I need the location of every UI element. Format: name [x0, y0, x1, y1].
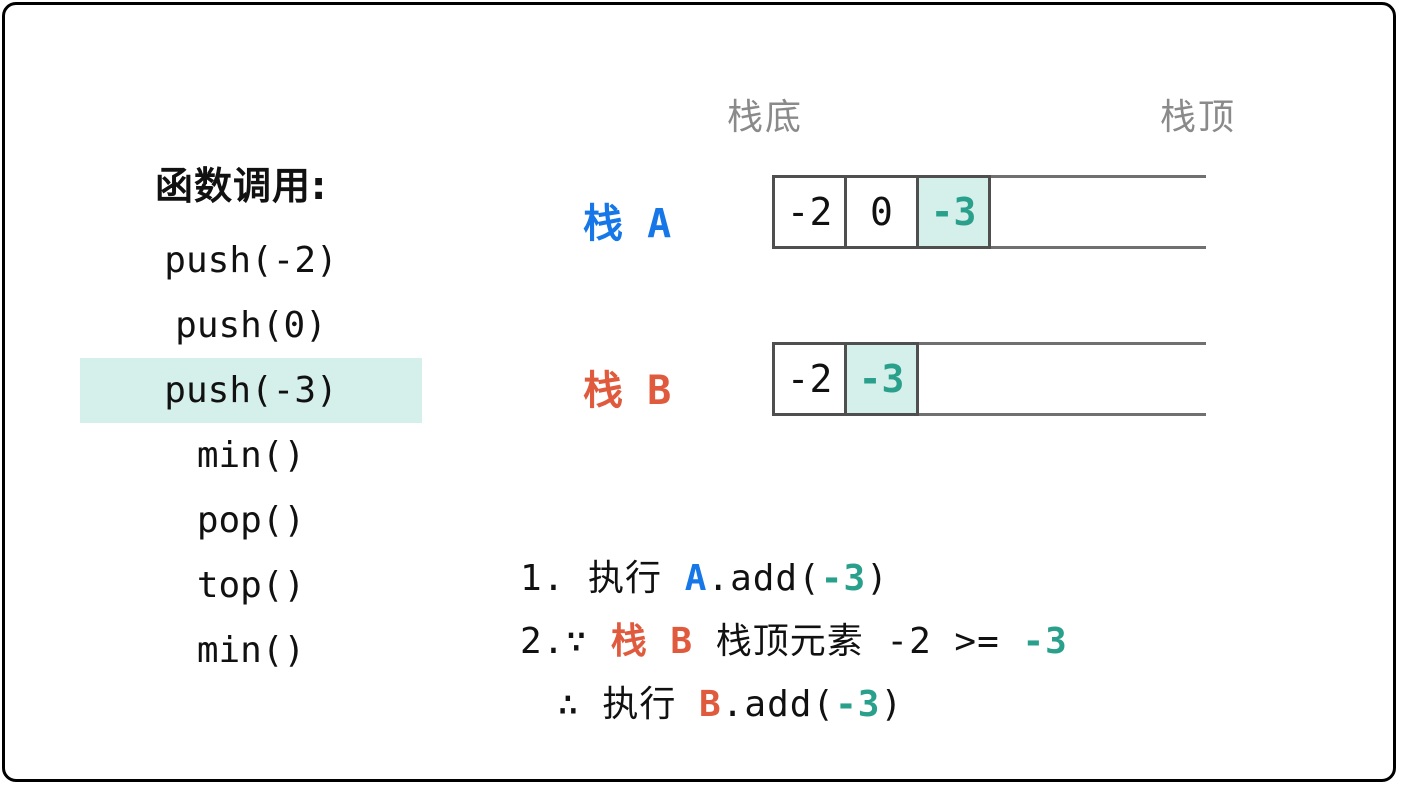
stack-b-bottom-line [772, 413, 1206, 416]
explanation-step-2: 2.∵ 栈 B 栈顶元素 -2 >= -3 [520, 612, 1068, 664]
step1-arg: -3 [820, 558, 867, 599]
step3-arg: -3 [835, 684, 881, 725]
step2-stack-b-ref: 栈 B [610, 621, 694, 662]
function-call-label: push(-2) [164, 240, 338, 281]
step1-code: .add( [707, 558, 821, 599]
stack-b-track: -2 -3 [772, 342, 1206, 416]
step1-text: 1. 执行 [520, 558, 685, 599]
function-call-item: push(-2) [80, 228, 422, 293]
stack-top-label: 栈顶 [1160, 97, 1237, 138]
cell-value: -2 [786, 357, 833, 401]
function-call-label: push(-3) [164, 370, 338, 411]
stack-b-top-line [772, 342, 1206, 345]
function-call-item-current: push(-3) [80, 358, 422, 423]
explanation-step-1: 1. 执行 A.add(-3) [520, 549, 889, 601]
stack-bottom-label: 栈底 [727, 97, 804, 138]
stack-b-cell: -2 [772, 342, 847, 416]
function-call-item: min() [80, 618, 422, 683]
stack-a-track: -2 0 -3 [772, 175, 1206, 249]
explanation-step-2-conclusion: ∴ 执行 B.add(-3) [557, 675, 903, 727]
stack-b-name: 栈 B [583, 368, 672, 414]
function-call-label: pop() [196, 500, 306, 541]
cell-value: -3 [930, 190, 977, 234]
stack-a-cell: 0 [844, 175, 919, 249]
function-calls-title: 函数调用: [155, 164, 328, 208]
step3-code-close: ) [880, 684, 904, 725]
stack-b-cells: -2 -3 [772, 342, 919, 416]
step1-stack-a-ref: A [684, 558, 708, 599]
step1-code-close: ) [866, 558, 889, 599]
step2-text: 2.∵ [520, 621, 611, 662]
step3-stack-b-ref: B [699, 684, 722, 725]
function-call-item: push(0) [80, 293, 422, 358]
function-call-item: pop() [80, 488, 422, 553]
step2-condition: 栈顶元素 -2 >= [693, 621, 1023, 662]
stack-b-cell-highlighted: -3 [844, 342, 919, 416]
cell-value: -2 [786, 190, 833, 234]
stack-a-cells: -2 0 -3 [772, 175, 991, 249]
step3-text: ∴ 执行 [557, 684, 700, 725]
function-call-label: min() [196, 630, 306, 671]
function-call-list: push(-2) push(0) push(-3) min() pop() to… [80, 228, 422, 683]
function-call-item: top() [80, 553, 422, 618]
cell-value: -3 [858, 357, 905, 401]
step3-code: .add( [721, 684, 836, 725]
function-call-label: push(0) [175, 305, 327, 346]
stack-a-name: 栈 A [583, 201, 672, 247]
function-call-label: top() [196, 565, 306, 606]
stack-a-cell: -2 [772, 175, 847, 249]
cell-value: 0 [870, 190, 893, 234]
stack-a-cell-highlighted: -3 [916, 175, 991, 249]
step2-arg: -3 [1022, 621, 1068, 662]
function-call-label: min() [196, 435, 306, 476]
function-call-item: min() [80, 423, 422, 488]
